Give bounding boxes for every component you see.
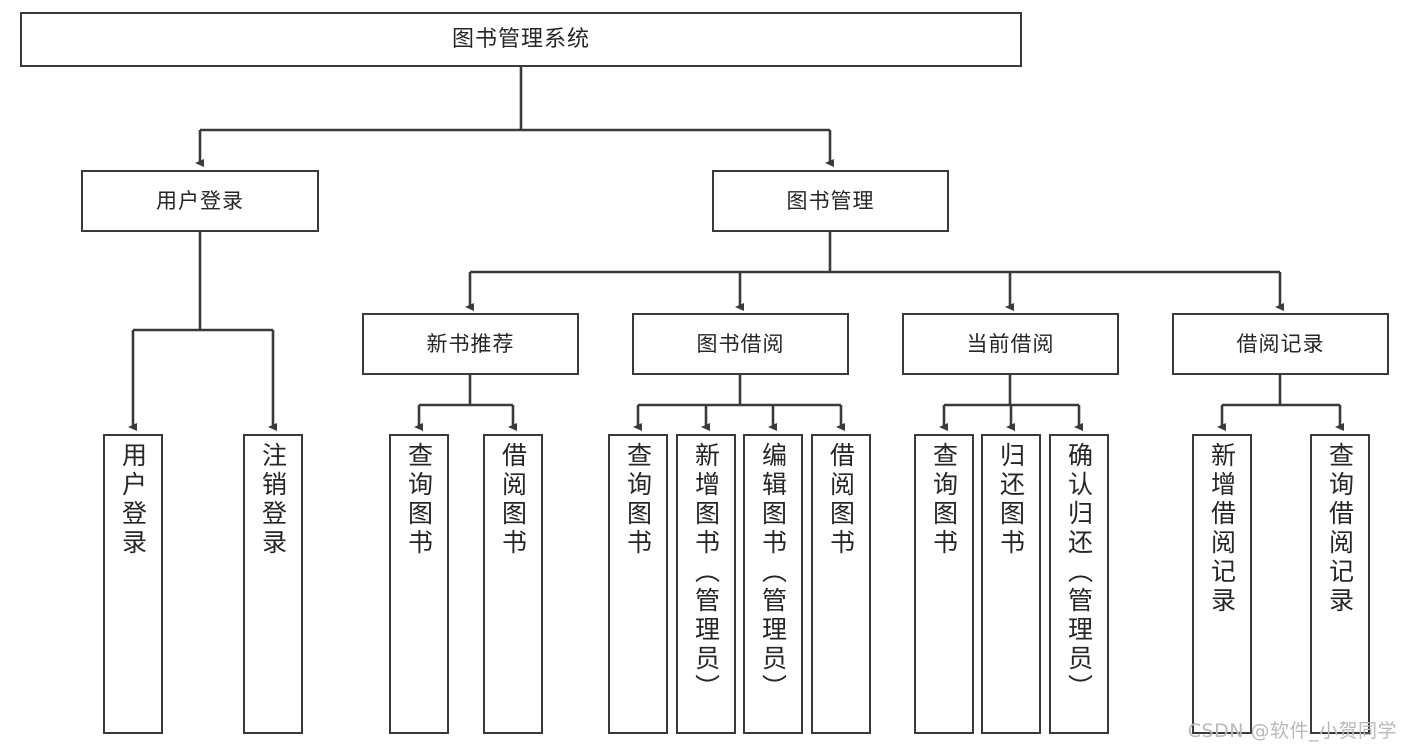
node-label: 用户登录 <box>156 188 244 213</box>
leaf-logout[interactable]: 注销登录 <box>243 434 303 734</box>
node-label: 查询借阅记录 <box>1325 442 1355 616</box>
node-label: 当前借阅 <box>966 331 1055 356</box>
node-label: 图书借阅 <box>696 331 785 356</box>
node-label: 注销登录 <box>258 442 288 558</box>
node-label: 查询图书 <box>623 442 653 558</box>
leaf-confirm-return-admin[interactable]: 确认归还（管理员） <box>1049 434 1109 734</box>
leaf-borrow-book-recommend[interactable]: 借阅图书 <box>483 434 543 734</box>
node-label: 用户登录 <box>118 442 148 558</box>
node-book-borrow[interactable]: 图书借阅 <box>632 313 849 375</box>
node-user-login[interactable]: 用户登录 <box>81 170 319 232</box>
leaf-user-login[interactable]: 用户登录 <box>103 434 163 734</box>
node-label: 归还图书 <box>996 442 1026 558</box>
node-borrow-record[interactable]: 借阅记录 <box>1172 313 1389 375</box>
leaf-add-borrow-record[interactable]: 新增借阅记录 <box>1192 434 1252 734</box>
node-current-borrow[interactable]: 当前借阅 <box>902 313 1119 375</box>
node-label: 确认归还（管理员） <box>1064 442 1094 703</box>
node-label: 借阅图书 <box>498 442 528 558</box>
leaf-query-book-current[interactable]: 查询图书 <box>914 434 974 734</box>
node-label: 新增借阅记录 <box>1207 442 1237 616</box>
node-label: 图书管理系统 <box>451 26 590 52</box>
node-label: 查询图书 <box>929 442 959 558</box>
node-label: 查询图书 <box>404 442 434 558</box>
node-label: 借阅记录 <box>1236 331 1325 356</box>
node-label: 新增图书（管理员） <box>691 442 721 703</box>
leaf-borrow-book[interactable]: 借阅图书 <box>811 434 871 734</box>
node-label: 新书推荐 <box>426 331 515 356</box>
node-root-system[interactable]: 图书管理系统 <box>20 12 1022 67</box>
leaf-add-book-admin[interactable]: 新增图书（管理员） <box>676 434 736 734</box>
leaf-query-borrow-record[interactable]: 查询借阅记录 <box>1310 434 1370 734</box>
leaf-query-book-recommend[interactable]: 查询图书 <box>389 434 449 734</box>
node-label: 图书管理 <box>786 188 875 213</box>
leaf-edit-book-admin[interactable]: 编辑图书（管理员） <box>743 434 803 734</box>
leaf-query-book-borrow[interactable]: 查询图书 <box>608 434 668 734</box>
node-book-management[interactable]: 图书管理 <box>712 170 949 232</box>
node-label: 编辑图书（管理员） <box>758 442 788 703</box>
node-new-book-recommend[interactable]: 新书推荐 <box>362 313 579 375</box>
leaf-return-book[interactable]: 归还图书 <box>981 434 1041 734</box>
node-label: 借阅图书 <box>826 442 856 558</box>
